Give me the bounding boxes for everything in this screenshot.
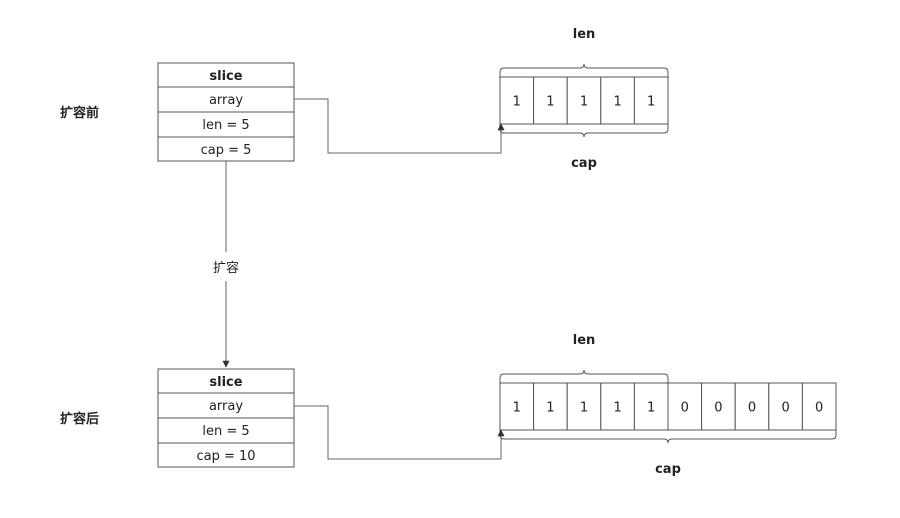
after-cap-brace (499, 430, 837, 444)
after-len-brace (499, 369, 669, 383)
before-array-cell-value: 1 (580, 95, 588, 110)
after-array-cell (701, 382, 736, 431)
before-field-array-cell (157, 86, 295, 113)
before-slice-struct: slice array len = 5 cap = 5 (157, 62, 295, 162)
after-array-cell (566, 382, 602, 431)
before-array-pointer-arrow (294, 98, 505, 154)
before-cap-brace (499, 124, 669, 138)
before-field-array: array (209, 93, 243, 108)
before-len-brace (499, 63, 669, 77)
after-array-cell (499, 382, 535, 431)
before-array-cell (633, 76, 669, 125)
after-array-cell-value: 0 (681, 401, 689, 416)
before-array-cell (566, 76, 602, 125)
before-array-cell-value: 1 (613, 95, 621, 110)
after-field-len: len = 5 (202, 424, 249, 439)
before-slice-header: slice (209, 69, 242, 84)
before-label: 扩容前 (60, 105, 99, 121)
after-array-cell-value: 1 (513, 401, 521, 416)
after-array-cell-value: 0 (781, 401, 789, 416)
after-array-pointer-arrow (294, 405, 505, 460)
before-array-cell (533, 76, 568, 125)
after-slice-struct: slice array len = 5 cap = 10 (157, 368, 295, 468)
before-array: 1 1 1 1 1 (499, 76, 669, 125)
grow-label: 扩容 (213, 260, 239, 276)
after-field-len-cell (157, 417, 295, 444)
before-slice-header-cell (157, 62, 295, 88)
after-field-cap: cap = 10 (196, 449, 255, 464)
after-len-label: len (573, 333, 596, 348)
before-array-cell-value: 1 (513, 95, 521, 110)
after-array-cell-value: 1 (580, 401, 588, 416)
after-slice-header: slice (209, 375, 242, 390)
after-array-cell-value: 1 (546, 401, 554, 416)
after-array-cell (801, 382, 837, 431)
before-field-cap-cell (157, 136, 295, 162)
after-array: 1 1 1 1 1 0 0 0 0 0 (499, 382, 837, 431)
before-array-cell (600, 76, 635, 125)
after-array-cell-value: 0 (815, 401, 823, 416)
before-array-cell (499, 76, 535, 125)
after-field-array-cell (157, 392, 295, 419)
before-field-len: len = 5 (202, 118, 249, 133)
before-array-cell-value: 1 (546, 95, 554, 110)
after-array-cell-value: 1 (647, 401, 655, 416)
before-field-cap: cap = 5 (201, 143, 252, 158)
after-array-cell-value: 1 (613, 401, 621, 416)
after-array-cell (768, 382, 803, 431)
before-array-cell-value: 1 (647, 95, 655, 110)
after-field-cap-cell (157, 442, 295, 468)
after-array-cell-value: 0 (714, 401, 722, 416)
after-cap-label: cap (655, 462, 681, 477)
before-len-label: len (573, 27, 596, 42)
after-label: 扩容后 (60, 411, 99, 427)
after-array-cell (533, 382, 568, 431)
after-array-cell (734, 382, 770, 431)
after-array-cell-value: 0 (748, 401, 756, 416)
after-field-array: array (209, 399, 243, 414)
before-cap-label: cap (571, 156, 597, 171)
after-array-cell (600, 382, 635, 431)
